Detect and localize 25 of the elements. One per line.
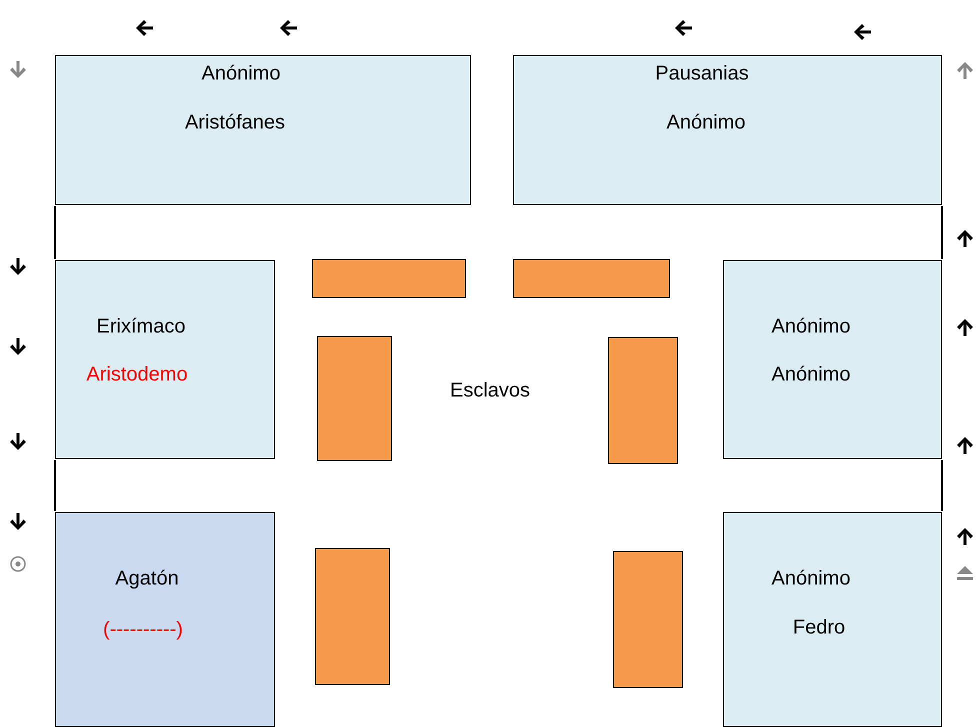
couch-area bbox=[723, 260, 942, 459]
room-label: Esclavos bbox=[450, 380, 530, 402]
name-label: Erixímaco bbox=[96, 316, 186, 338]
name-label: Fedro bbox=[792, 616, 846, 640]
name-label: Aristófanes bbox=[184, 112, 286, 134]
couch-area bbox=[55, 55, 471, 205]
couch-area bbox=[55, 260, 275, 459]
name-label: Pausanias bbox=[655, 62, 749, 86]
name-label: Anónimo bbox=[666, 112, 746, 134]
couch-area bbox=[55, 512, 275, 727]
couch-area bbox=[723, 512, 942, 727]
name-label: Agatón bbox=[115, 568, 179, 590]
table bbox=[312, 259, 466, 298]
name-label: Anónimo bbox=[772, 364, 850, 386]
name-label: (----------) bbox=[103, 618, 183, 642]
couch-area bbox=[513, 55, 942, 205]
name-label: Anónimo bbox=[772, 568, 850, 590]
table bbox=[513, 259, 670, 298]
table bbox=[315, 548, 390, 685]
name-label: Anónimo bbox=[772, 316, 850, 338]
table bbox=[608, 337, 678, 464]
table bbox=[317, 336, 392, 461]
name-label: Anónimo bbox=[202, 62, 280, 86]
table bbox=[613, 551, 683, 688]
name-label: Aristodemo bbox=[86, 364, 188, 386]
